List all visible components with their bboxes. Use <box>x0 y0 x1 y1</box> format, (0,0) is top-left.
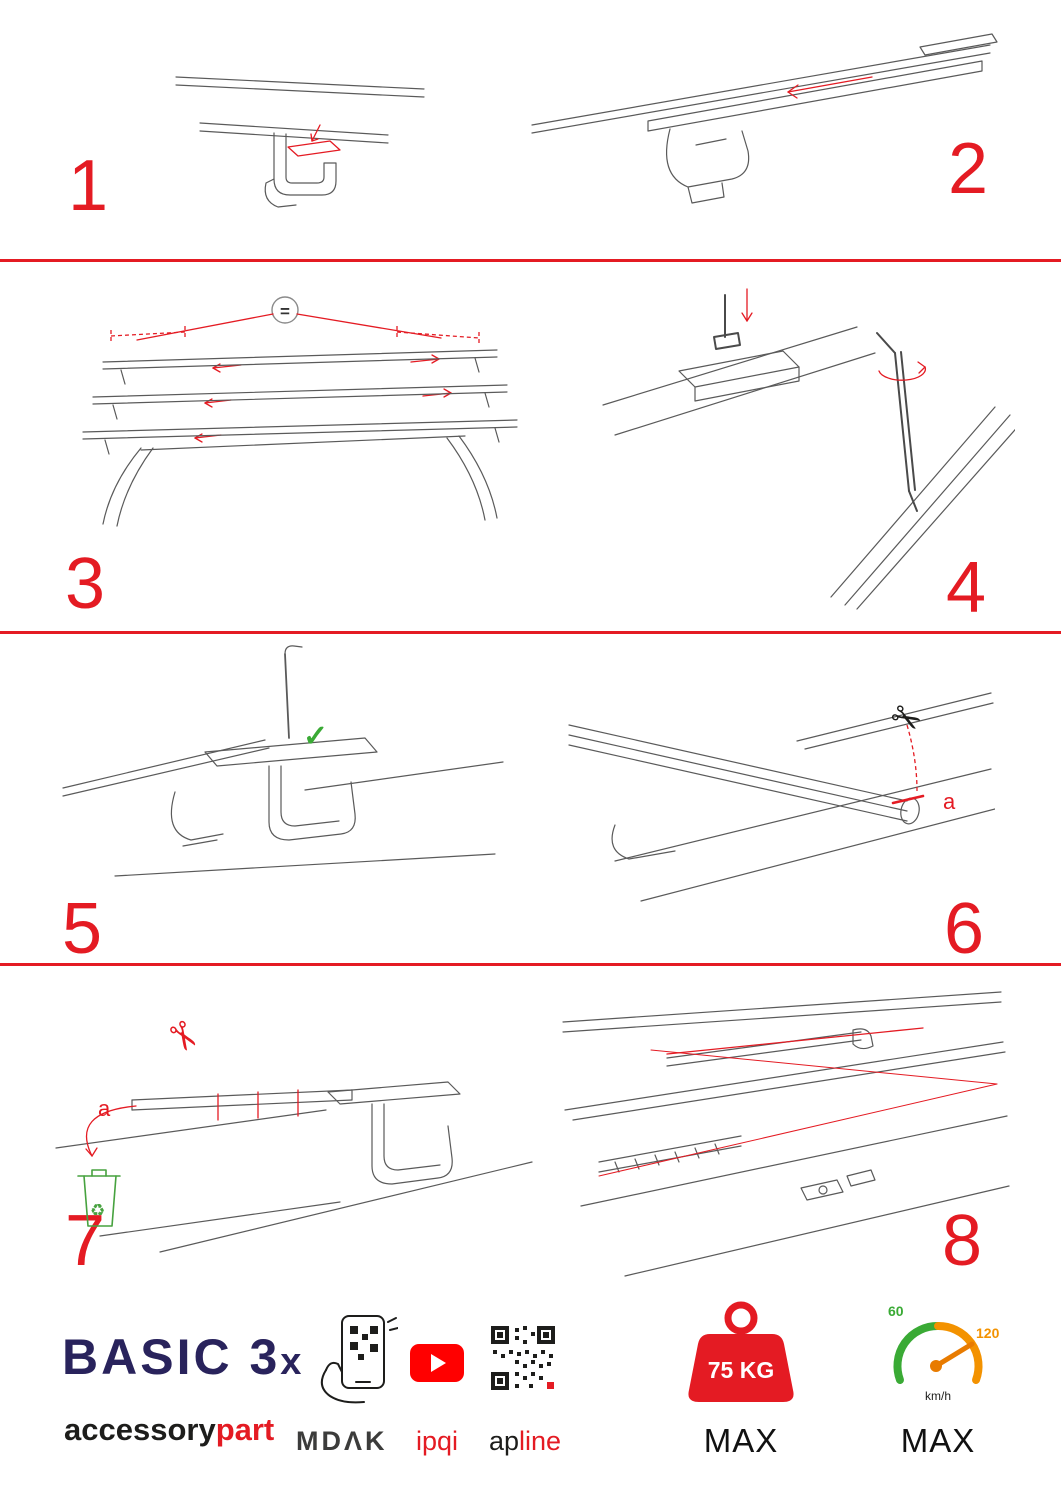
speed-unit-label: km/h <box>925 1389 951 1403</box>
youtube-icon <box>410 1344 464 1382</box>
brand-basic-suffix: x <box>280 1341 305 1383</box>
brand-basic-3x: BASIC 3x <box>62 1332 304 1382</box>
step8-illustration <box>562 991 1010 1277</box>
phone-scan-icon <box>320 1315 398 1404</box>
divider <box>0 631 1061 634</box>
step-7-number: 7 <box>65 1201 106 1281</box>
speedometer-icon: 60 120 km/h <box>888 1303 1000 1403</box>
weight-max-label: MAX <box>703 1422 779 1459</box>
scissors-icon: ✂ <box>883 693 930 744</box>
step-6-number: 6 <box>944 889 985 969</box>
recycle-icon: ♻ <box>90 1201 105 1220</box>
step-8-number: 8 <box>942 1201 983 1281</box>
speed-max-label: MAX <box>900 1422 976 1459</box>
step-1-number: 1 <box>68 146 109 226</box>
weight-limit-icon: 75 KG <box>688 1301 794 1402</box>
step-5-number: 5 <box>62 889 103 969</box>
check-icon: ✓ <box>303 720 328 753</box>
step4-illustration <box>602 288 1015 610</box>
partner-apline-ap: ap <box>489 1426 520 1456</box>
step2-illustration <box>531 33 998 204</box>
step6-illustration: ✂ a <box>568 692 995 902</box>
divider <box>0 259 1061 262</box>
divider <box>0 963 1061 966</box>
step-4-number: 4 <box>946 548 987 628</box>
partner-mdak: MDΛK <box>296 1426 388 1456</box>
weight-value: 75 KG <box>708 1357 774 1383</box>
trash-icon <box>77 1169 121 1227</box>
step7-illustration: ♻ ✂ a <box>55 1013 533 1253</box>
speed-max-tick-label: 120 <box>976 1325 1000 1341</box>
speed-min-label: 60 <box>888 1303 904 1319</box>
step5-illustration: ✓ <box>62 645 504 877</box>
equal-sign: = <box>280 302 290 321</box>
cut-label-a: a <box>98 1096 111 1121</box>
equal-badge <box>271 296 299 324</box>
step-3-number: 3 <box>65 544 106 624</box>
qr-code-icon <box>491 1326 555 1390</box>
step1-illustration <box>175 76 425 208</box>
brand-accessorypart: accessorypart <box>64 1414 274 1445</box>
scissors-icon: ✂ <box>156 1013 208 1062</box>
partner-apline-line: line <box>519 1426 562 1456</box>
step3-illustration: = <box>82 296 518 527</box>
partner-ipqi: ipqi <box>416 1426 459 1456</box>
play-icon <box>431 1354 446 1372</box>
brand-accessory-text: accessory <box>64 1412 216 1447</box>
brand-basic-text: BASIC 3 <box>62 1329 281 1385</box>
partner-apline: apline <box>489 1428 561 1455</box>
cut-label-a: a <box>943 789 956 814</box>
brand-part-text: part <box>215 1412 275 1447</box>
step-2-number: 2 <box>948 129 989 209</box>
